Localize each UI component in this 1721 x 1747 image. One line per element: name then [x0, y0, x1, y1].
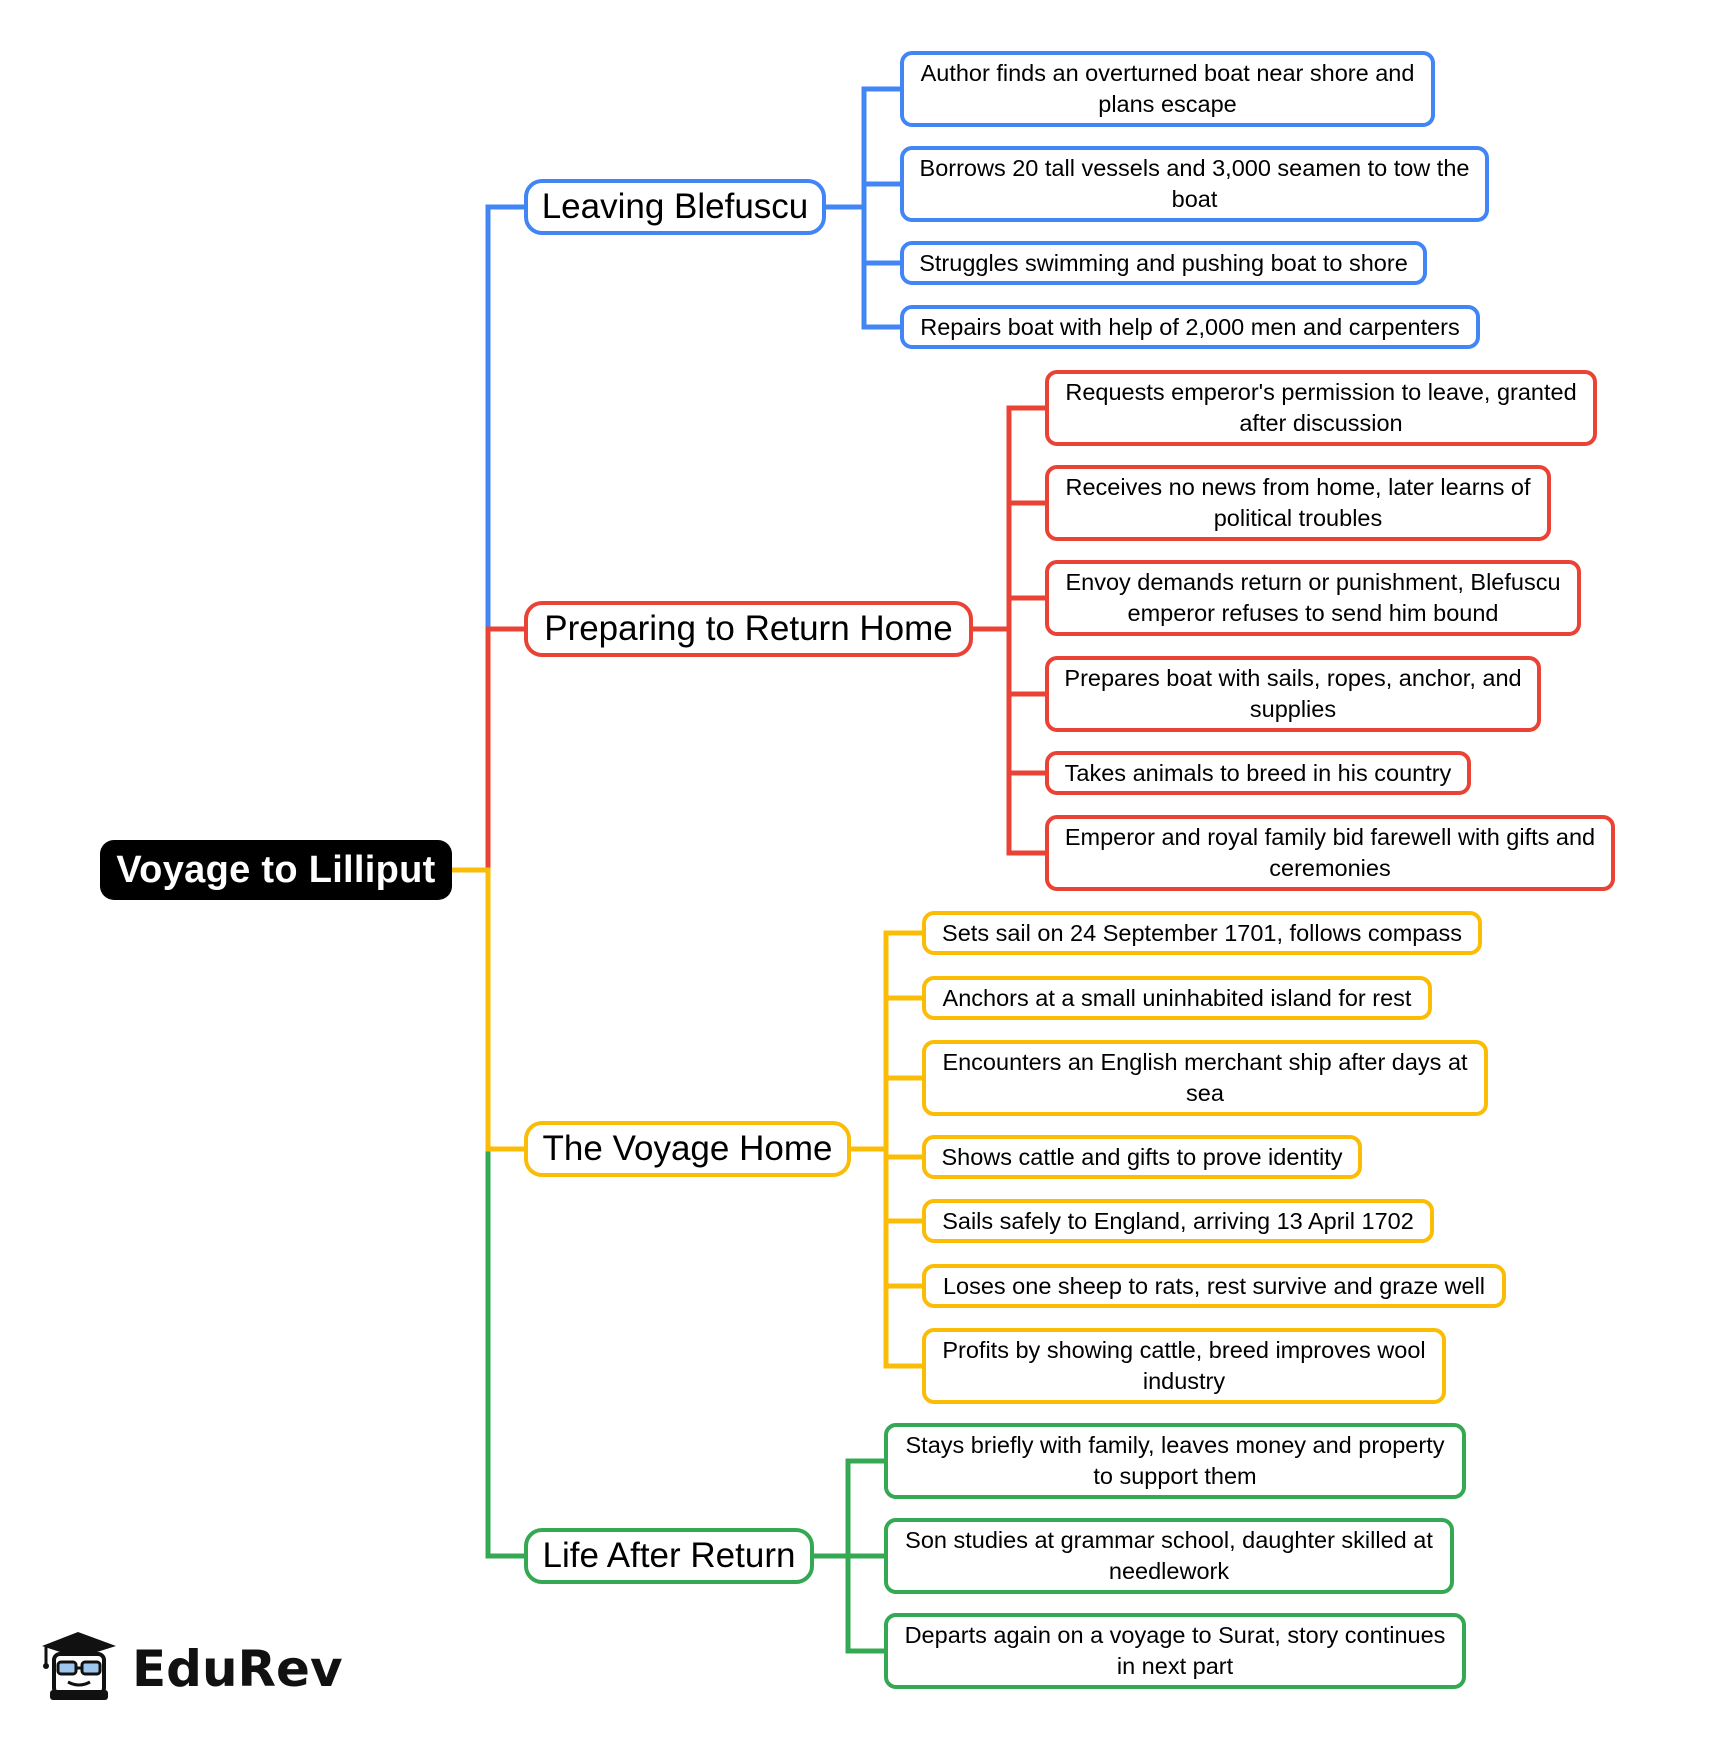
logo-text: EduRev [132, 1640, 343, 1698]
leaf-item: Departs again on a voyage to Surat, stor… [884, 1613, 1466, 1689]
edurev-logo: EduRev [36, 1628, 343, 1708]
leaf-item: Borrows 20 tall vessels and 3,000 seamen… [900, 146, 1489, 222]
leaf-item: Takes animals to breed in his country [1045, 751, 1471, 795]
leaf-item: Shows cattle and gifts to prove identity [922, 1135, 1362, 1179]
leaf-item: Author finds an overturned boat near sho… [900, 51, 1435, 127]
leaf-item: Prepares boat with sails, ropes, anchor,… [1045, 656, 1541, 732]
leaf-item: Struggles swimming and pushing boat to s… [900, 241, 1427, 285]
leaf-item: Stays briefly with family, leaves money … [884, 1423, 1466, 1499]
leaf-item: Sets sail on 24 September 1701, follows … [922, 911, 1482, 955]
leaf-item: Loses one sheep to rats, rest survive an… [922, 1264, 1506, 1308]
leaf-item: Emperor and royal family bid farewell wi… [1045, 815, 1615, 891]
graduation-cap-icon [42, 1632, 116, 1700]
branch-leaving-blefuscu: Leaving Blefuscu [524, 179, 826, 235]
leaf-item: Requests emperor's permission to leave, … [1045, 370, 1597, 446]
leaf-item: Encounters an English merchant ship afte… [922, 1040, 1488, 1116]
branch-preparing-to-return-home: Preparing to Return Home [524, 601, 973, 657]
leaf-item: Profits by showing cattle, breed improve… [922, 1328, 1446, 1404]
leaf-item: Sails safely to England, arriving 13 Apr… [922, 1199, 1434, 1243]
root-node: Voyage to Lilliput [100, 840, 452, 900]
branch-life-after-return: Life After Return [524, 1528, 814, 1584]
leaf-item: Receives no news from home, later learns… [1045, 465, 1551, 541]
leaf-item: Envoy demands return or punishment, Blef… [1045, 560, 1581, 636]
leaf-item: Anchors at a small uninhabited island fo… [922, 976, 1432, 1020]
leaf-item: Repairs boat with help of 2,000 men and … [900, 305, 1480, 349]
branch-the-voyage-home: The Voyage Home [524, 1121, 851, 1177]
leaf-item: Son studies at grammar school, daughter … [884, 1518, 1454, 1594]
